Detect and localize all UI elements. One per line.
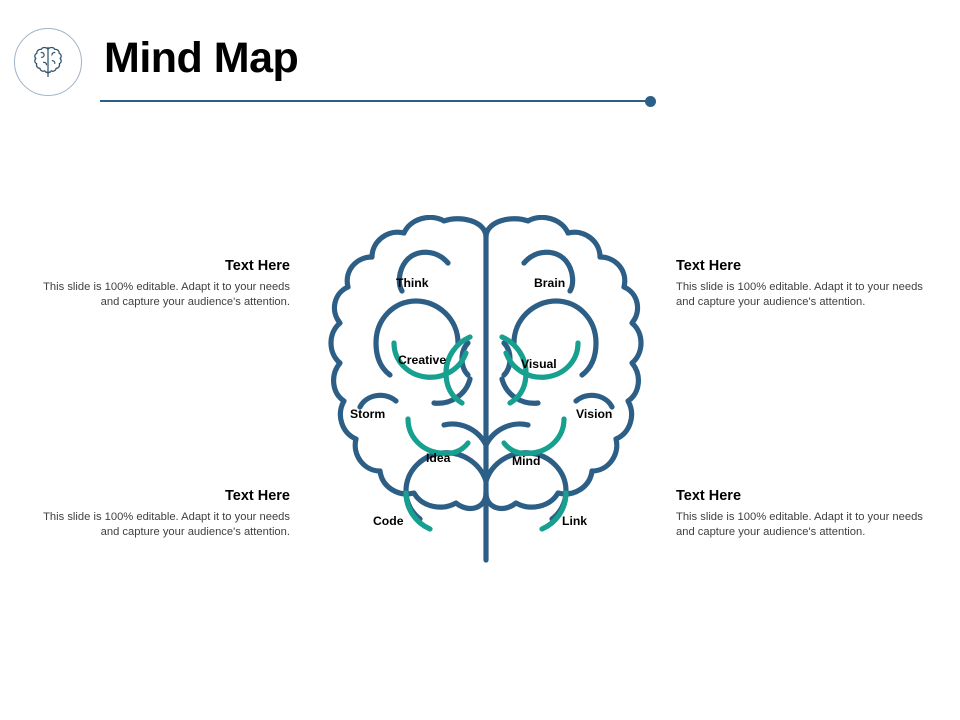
brain-node-label-visual: Visual [521, 357, 557, 371]
text-block-body: This slide is 100% editable. Adapt it to… [676, 511, 923, 538]
brain-right-accent-arcs-teal [499, 334, 581, 532]
brain-node-label-think: Think [396, 276, 429, 290]
text-block-top-left: Text Here This slide is 100% editable. A… [28, 256, 290, 310]
brain-node-label-creative: Creative [398, 353, 447, 367]
brain-icon-badge [14, 28, 82, 96]
brain-node-label-brain: Brain [534, 276, 566, 290]
brain-left-accent-arcs-teal [391, 334, 473, 532]
title-divider [100, 100, 649, 102]
brain-right-inner-folds-navy [483, 249, 615, 522]
brain-left-hemisphere-outline [328, 215, 489, 512]
brain-node-label-vision: Vision [576, 407, 613, 421]
text-block-top-right: Text Here This slide is 100% editable. A… [676, 256, 938, 310]
text-block-body: This slide is 100% editable. Adapt it to… [43, 281, 290, 308]
brain-node-label-link: Link [562, 514, 588, 528]
text-block-heading: Text Here [676, 258, 742, 274]
text-block-body: This slide is 100% editable. Adapt it to… [43, 511, 290, 538]
brain-left-inner-folds-navy [357, 249, 489, 522]
page-title: Mind Map [104, 34, 299, 82]
brain-node-label-idea: Idea [426, 451, 451, 465]
text-block-bottom-right: Text Here This slide is 100% editable. A… [676, 486, 938, 540]
text-block-body: This slide is 100% editable. Adapt it to… [676, 281, 923, 308]
brain-node-label-code: Code [373, 514, 404, 528]
brain-mind-map-diagram [328, 215, 644, 563]
brain-node-label-storm: Storm [350, 407, 386, 421]
text-block-bottom-left: Text Here This slide is 100% editable. A… [28, 486, 290, 540]
text-block-heading: Text Here [676, 488, 742, 504]
brain-icon [34, 46, 62, 78]
text-block-heading: Text Here [224, 258, 290, 274]
brain-right-hemisphere-outline [483, 215, 644, 512]
text-block-heading: Text Here [224, 488, 290, 504]
brain-node-label-mind: Mind [512, 454, 541, 468]
title-divider-dot [645, 96, 656, 107]
